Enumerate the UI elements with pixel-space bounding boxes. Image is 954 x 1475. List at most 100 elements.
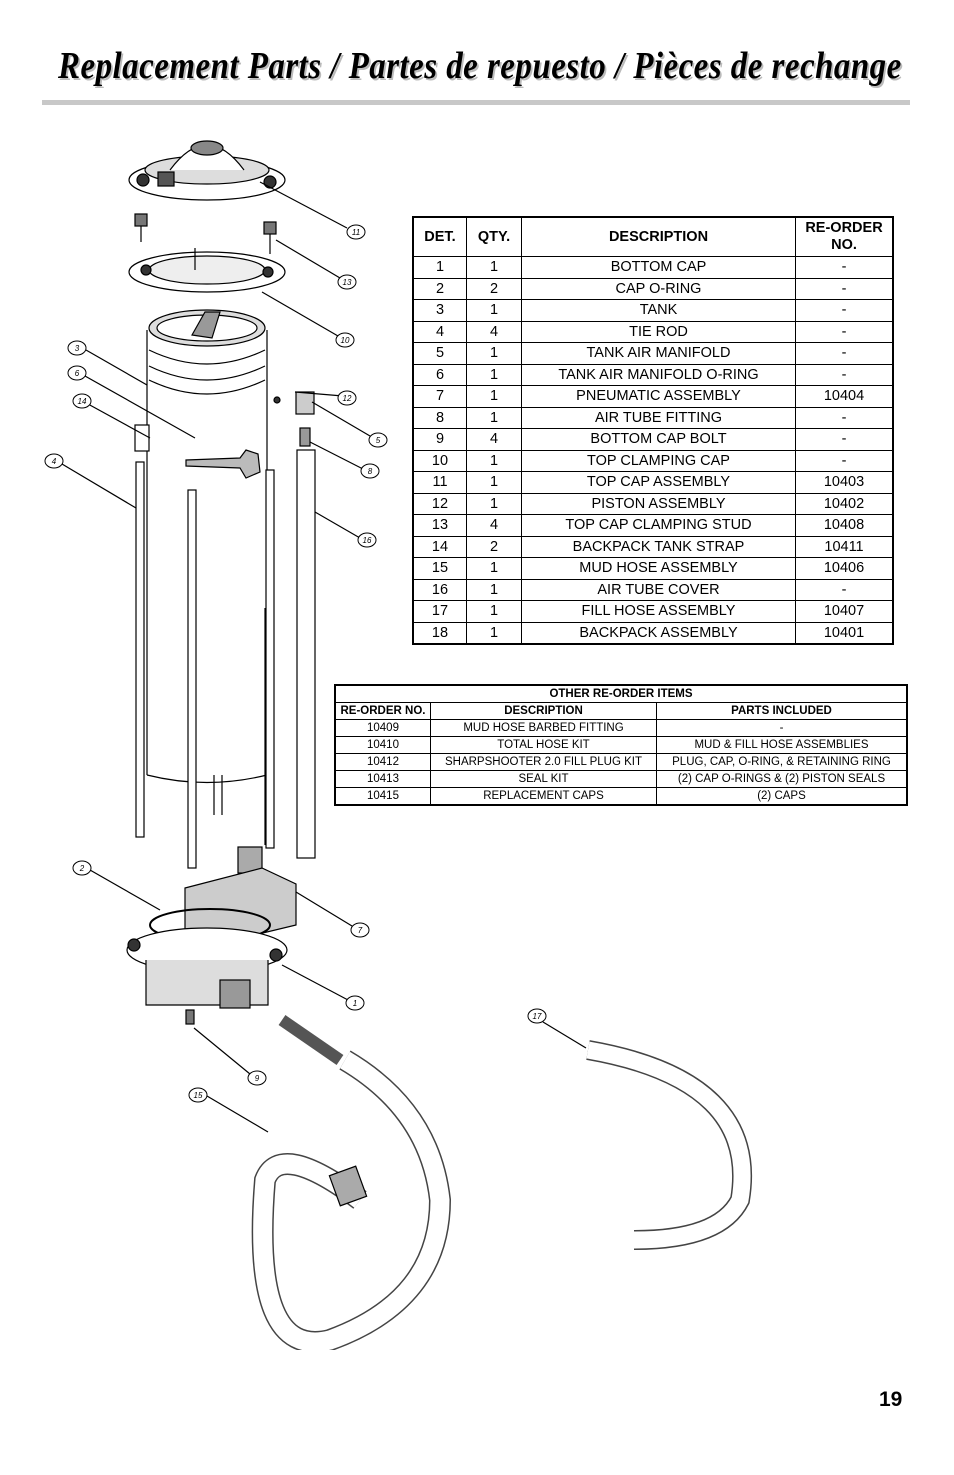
parts-cell: 1 (412, 256, 467, 279)
other-cell: MUD & FILL HOSE ASSEMBLIES (656, 736, 908, 754)
parts-cell: - (795, 363, 894, 386)
parts-cell: - (795, 449, 894, 472)
parts-cell: 12 (412, 492, 467, 515)
title-rule (42, 100, 910, 105)
other-cell: REPLACEMENT CAPS (430, 787, 657, 806)
header-parts-included: PARTS INCLUDED (656, 702, 908, 720)
other-cell: SHARPSHOOTER 2.0 FILL PLUG KIT (430, 753, 657, 771)
header-det: DET. (412, 216, 467, 257)
parts-cell: CAP O-RING (521, 277, 796, 300)
parts-cell: - (795, 406, 894, 429)
parts-cell: 8 (412, 406, 467, 429)
parts-cell: 18 (412, 621, 467, 645)
callout-6: 6 (75, 369, 80, 378)
parts-cell: MUD HOSE ASSEMBLY (521, 557, 796, 580)
other-cell: PLUG, CAP, O-RING, & RETAINING RING (656, 753, 908, 771)
callout-8: 8 (368, 467, 373, 476)
parts-cell: 10 (412, 449, 467, 472)
callout-10: 10 (341, 336, 350, 345)
parts-cell: 10404 (795, 385, 894, 408)
other-cell: (2) CAPS (656, 787, 908, 806)
parts-cell: 1 (466, 299, 522, 322)
parts-cell: 10403 (795, 471, 894, 494)
callout-13: 13 (343, 278, 352, 287)
parts-cell: 10411 (795, 535, 894, 558)
callout-15: 15 (194, 1091, 203, 1100)
parts-cell: 16 (412, 578, 467, 601)
callout-5: 5 (376, 436, 381, 445)
other-cell: 10412 (334, 753, 431, 771)
parts-cell: 4 (412, 320, 467, 343)
parts-cell: PNEUMATIC ASSEMBLY (521, 385, 796, 408)
callout-12: 12 (343, 394, 352, 403)
parts-cell: 1 (466, 256, 522, 279)
parts-cell: AIR TUBE FITTING (521, 406, 796, 429)
parts-cell: AIR TUBE COVER (521, 578, 796, 601)
parts-cell: 1 (466, 363, 522, 386)
parts-cell: - (795, 578, 894, 601)
parts-cell: PISTON ASSEMBLY (521, 492, 796, 515)
parts-cell: TOP CLAMPING CAP (521, 449, 796, 472)
parts-cell: - (795, 256, 894, 279)
parts-cell: 4 (466, 514, 522, 537)
parts-cell: 10406 (795, 557, 894, 580)
other-cell: 10410 (334, 736, 431, 754)
callout-2: 2 (79, 864, 85, 873)
parts-cell: 15 (412, 557, 467, 580)
other-cell: - (656, 719, 908, 737)
parts-cell: 13 (412, 514, 467, 537)
parts-cell: 10401 (795, 621, 894, 645)
other-table-header: RE-ORDER NO. DESCRIPTION PARTS INCLUDED (334, 702, 908, 720)
parts-cell: - (795, 428, 894, 451)
exploded-parts-diagram: 11 13 10 3 6 14 12 5 4 8 16 2 7 1 17 9 1… (44, 140, 753, 1350)
parts-cell: 7 (412, 385, 467, 408)
parts-cell: BACKPACK ASSEMBLY (521, 621, 796, 645)
callout-16: 16 (363, 536, 372, 545)
header-reorder-no: RE-ORDER NO. (334, 702, 431, 720)
parts-cell: TOP CAP CLAMPING STUD (521, 514, 796, 537)
parts-cell: TIE ROD (521, 320, 796, 343)
parts-cell: 1 (466, 492, 522, 515)
callout-11: 11 (352, 228, 360, 237)
parts-cell: 1 (466, 406, 522, 429)
parts-cell: 1 (466, 600, 522, 623)
parts-cell: 1 (466, 621, 522, 645)
parts-cell: 5 (412, 342, 467, 365)
other-cell: 10413 (334, 770, 431, 788)
callout-4: 4 (52, 457, 57, 466)
parts-cell: BOTTOM CAP BOLT (521, 428, 796, 451)
parts-cell: 2 (466, 277, 522, 300)
parts-cell: 3 (412, 299, 467, 322)
parts-cell: 1 (466, 342, 522, 365)
callout-1: 1 (353, 999, 357, 1008)
callout-7: 7 (358, 926, 363, 935)
header-reorder: RE-ORDER NO. (795, 216, 894, 257)
parts-cell: - (795, 299, 894, 322)
other-cell: 10415 (334, 787, 431, 806)
other-reorder-table: OTHER RE-ORDER ITEMS RE-ORDER NO. DESCRI… (334, 684, 908, 806)
parts-cell: 1 (466, 471, 522, 494)
callout-9: 9 (255, 1074, 260, 1083)
parts-cell: FILL HOSE ASSEMBLY (521, 600, 796, 623)
other-cell: MUD HOSE BARBED FITTING (430, 719, 657, 737)
parts-cell: 4 (466, 428, 522, 451)
parts-cell: 10402 (795, 492, 894, 515)
parts-cell: TOP CAP ASSEMBLY (521, 471, 796, 494)
other-table-title: OTHER RE-ORDER ITEMS (334, 684, 908, 703)
